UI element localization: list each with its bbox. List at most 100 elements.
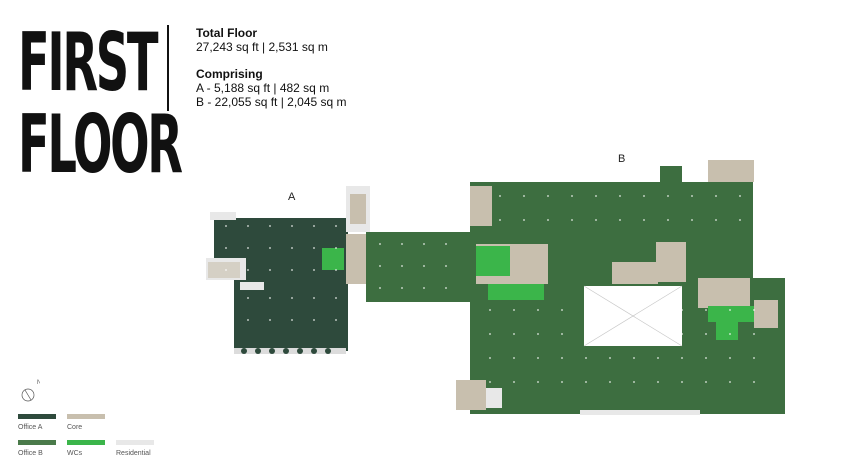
column-dot <box>633 309 635 311</box>
column-dot <box>401 243 403 245</box>
column-dot <box>379 243 381 245</box>
column-dot <box>561 333 563 335</box>
legend-office-b: Office B <box>18 440 56 458</box>
comprising-a: A - 5,188 sq ft | 482 sq m <box>196 81 330 95</box>
legend-core-label: Core <box>67 424 83 431</box>
column-dot <box>291 225 293 227</box>
column-dot <box>247 297 249 299</box>
legend-office-a: Office A <box>18 414 56 432</box>
legend-wcs: WCs <box>67 440 105 458</box>
column-dot <box>657 381 659 383</box>
column-dot <box>691 219 693 221</box>
column-dot <box>537 381 539 383</box>
column-dot <box>729 333 731 335</box>
column-dot <box>547 195 549 197</box>
zone-label-a: A <box>288 191 296 203</box>
column-dot <box>499 195 501 197</box>
column-dot <box>681 381 683 383</box>
office-a-zone <box>206 212 348 354</box>
column-dot <box>633 333 635 335</box>
column-dot <box>523 195 525 197</box>
total-floor-value: 27,243 sq ft | 2,531 sq m <box>196 40 328 54</box>
column-dot <box>513 357 515 359</box>
column-dot <box>489 381 491 383</box>
column-dot <box>513 381 515 383</box>
zone-label-b: B <box>618 153 625 165</box>
column-dot <box>547 219 549 221</box>
column-dot <box>561 381 563 383</box>
column-dot <box>681 309 683 311</box>
column-dot <box>291 247 293 249</box>
column-dot <box>335 247 337 249</box>
column-dot <box>609 381 611 383</box>
column-dot <box>585 381 587 383</box>
column-dot <box>247 319 249 321</box>
column-dot <box>291 297 293 299</box>
column-dot <box>739 219 741 221</box>
comprising-b: B - 22,055 sq ft | 2,045 sq m <box>196 95 347 109</box>
legend-wcs-label: WCs <box>67 450 83 457</box>
legend-core: Core <box>67 414 105 432</box>
column-dot <box>667 219 669 221</box>
column-dot <box>513 309 515 311</box>
column-dot <box>401 265 403 267</box>
column-dot <box>537 357 539 359</box>
column-dot <box>335 269 337 271</box>
column-dot <box>423 287 425 289</box>
column-dot <box>609 333 611 335</box>
column-dot <box>609 309 611 311</box>
column-dot <box>313 297 315 299</box>
comprising-info: Comprising A - 5,188 sq ft | 482 sq m B … <box>196 67 347 109</box>
legend-residential-swatch <box>116 440 154 445</box>
column-dot <box>225 269 227 271</box>
column-dot <box>729 309 731 311</box>
column-dot <box>657 333 659 335</box>
north-compass: N <box>20 378 41 411</box>
column-dot <box>585 309 587 311</box>
column-dot <box>313 247 315 249</box>
legend-core-swatch <box>67 414 105 419</box>
title-divider <box>167 25 169 111</box>
column-dot <box>643 219 645 221</box>
column-dot <box>681 333 683 335</box>
column-dot <box>585 333 587 335</box>
column-dot <box>499 219 501 221</box>
column-dot <box>225 225 227 227</box>
column-dot <box>619 219 621 221</box>
legend-residential-label: Residential <box>116 450 151 457</box>
column-dot <box>379 287 381 289</box>
column-dot <box>657 309 659 311</box>
column-dot <box>291 319 293 321</box>
legend-office-b-swatch <box>18 440 56 445</box>
column-dot <box>595 219 597 221</box>
column-dot <box>247 247 249 249</box>
column-dot <box>561 357 563 359</box>
column-dot <box>247 269 249 271</box>
legend-office-b-label: Office B <box>18 450 43 457</box>
column-dot <box>313 225 315 227</box>
column-dot <box>633 357 635 359</box>
column-dot <box>269 319 271 321</box>
compass-n-label: N <box>37 380 40 386</box>
column-dot <box>489 333 491 335</box>
column-dot <box>585 357 587 359</box>
total-floor-heading: Total Floor <box>196 26 258 40</box>
column-dot <box>269 225 271 227</box>
column-dot <box>753 333 755 335</box>
column-dot <box>513 333 515 335</box>
column-dot <box>561 309 563 311</box>
column-dot <box>691 195 693 197</box>
comprising-heading: Comprising <box>196 67 263 81</box>
column-dot <box>445 265 447 267</box>
column-dot <box>335 297 337 299</box>
column-dot <box>423 265 425 267</box>
column-dot <box>269 247 271 249</box>
column-dot <box>445 287 447 289</box>
column-dot <box>705 333 707 335</box>
residential-strip <box>580 410 700 415</box>
column-dot <box>667 195 669 197</box>
core-b <box>456 160 778 410</box>
column-dot <box>619 195 621 197</box>
column-dot <box>537 309 539 311</box>
column-dot <box>379 265 381 267</box>
